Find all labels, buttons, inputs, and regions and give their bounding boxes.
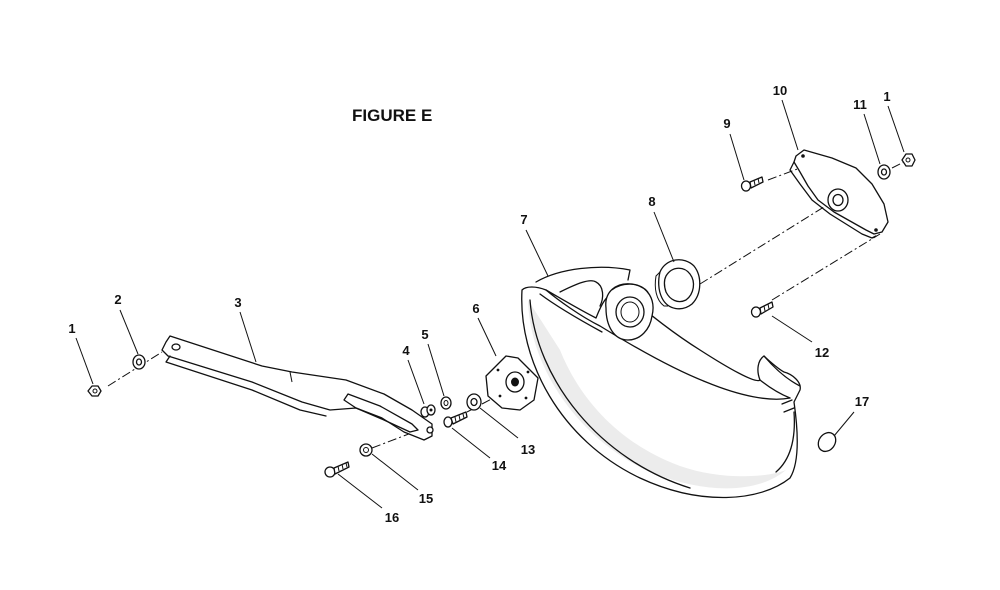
figure-title: FIGURE E [352,106,432,125]
callout-3: 3 [234,295,241,310]
hex-nut-right [901,153,916,167]
washer-5 [440,396,452,410]
callout-5: 5 [421,327,428,342]
screw-16 [324,461,350,478]
spacer-4 [420,404,436,418]
callout-17: 17 [855,394,869,409]
callout-12: 12 [815,345,829,360]
flange-plate-6 [485,355,539,411]
washer-2 [132,354,146,370]
callout-2: 2 [114,292,121,307]
screw-14 [443,411,468,428]
callout-1-right: 1 [883,89,890,104]
callout-8: 8 [648,194,655,209]
callout-4: 4 [402,343,410,358]
washer-13 [466,393,482,411]
bushing-ring-8 [654,259,701,310]
cap-17 [817,431,837,453]
callout-labels: 1 2 3 4 5 6 7 8 9 10 11 1 12 13 14 15 16… [68,83,890,525]
screw-9 [740,176,764,192]
callout-7: 7 [520,212,527,227]
washer-15 [359,443,373,457]
callout-13: 13 [521,442,535,457]
callout-15: 15 [419,491,433,506]
mounting-plate-10 [789,149,889,239]
leader-lines [75,99,905,509]
callout-1-left: 1 [68,321,75,336]
callout-11: 11 [853,97,867,112]
callout-6: 6 [472,301,479,316]
lower-blade-guard [521,266,801,499]
screw-12 [750,301,774,318]
washer-11 [877,164,891,180]
callout-10: 10 [773,83,787,98]
callout-16: 16 [385,510,399,525]
callout-9: 9 [723,116,730,131]
callout-14: 14 [492,458,507,473]
hex-nut-left [87,385,102,397]
arm-lever [161,335,434,441]
